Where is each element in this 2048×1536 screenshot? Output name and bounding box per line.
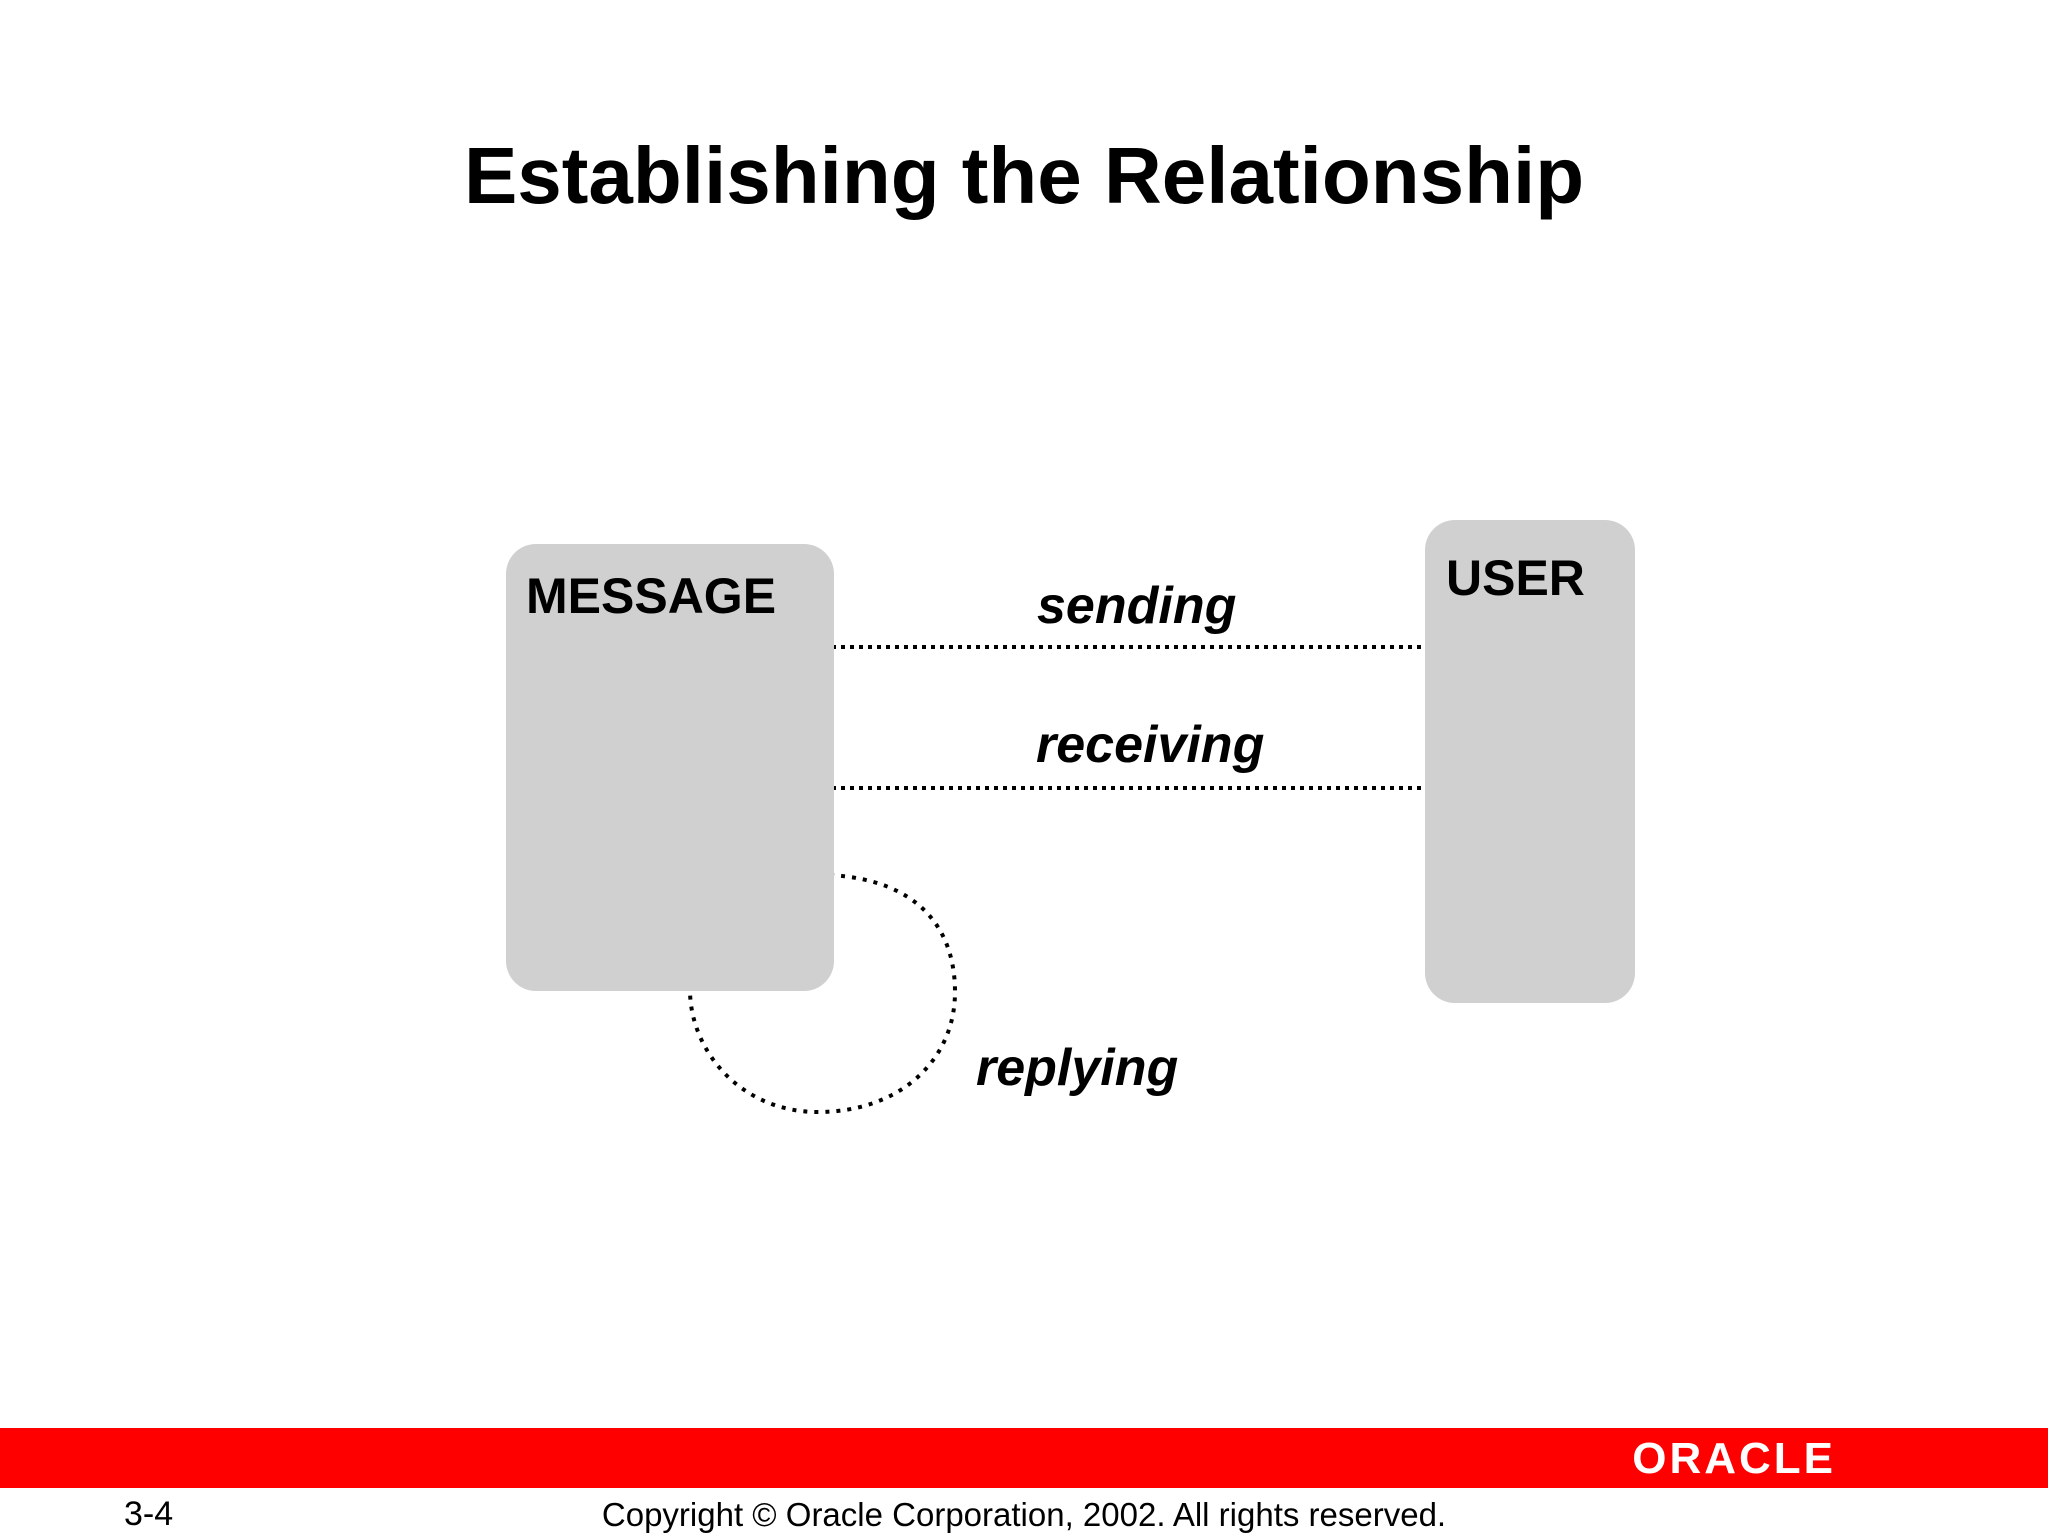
copyright-notice: Copyright © Oracle Corporation, 2002. Al… <box>601 1496 1447 1533</box>
message-entity-label: MESSAGE <box>526 568 777 624</box>
sending-label: sending <box>1037 577 1237 635</box>
user-entity-label: USER <box>1446 550 1585 606</box>
user-entity: USER <box>1425 520 1635 1003</box>
replying-loop <box>688 873 958 1115</box>
page-number: 3-4 <box>124 1495 174 1533</box>
message-entity: MESSAGE <box>506 544 834 991</box>
replying-label: replying <box>976 1039 1179 1097</box>
slide-title: Establishing the Relationship <box>463 131 1585 220</box>
oracle-logo: ORACLE <box>1632 1434 1836 1483</box>
receiving-label: receiving <box>1036 716 1265 774</box>
footer-bar <box>0 1428 2048 1488</box>
